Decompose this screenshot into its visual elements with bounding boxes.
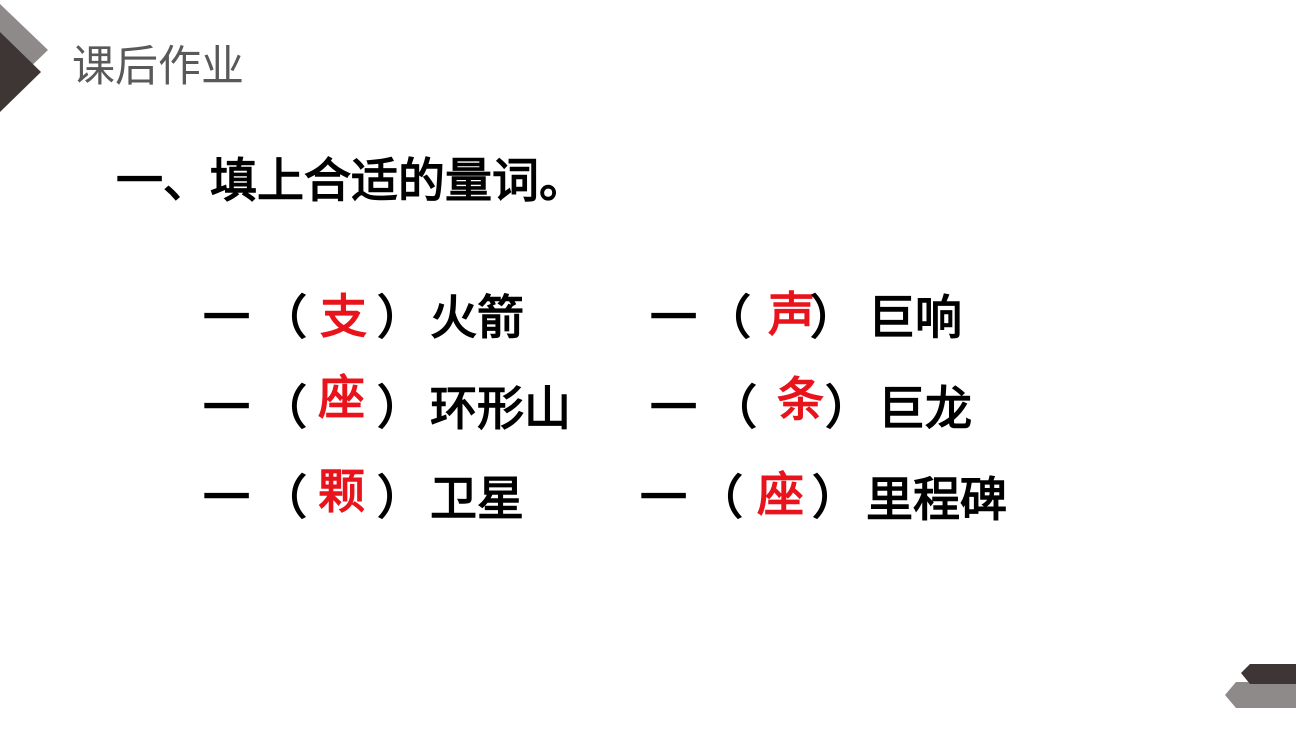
left-paren: （ xyxy=(710,381,757,436)
noun-text: 火箭 xyxy=(430,291,524,346)
noun-text: 环形山 xyxy=(430,382,571,437)
right-paren: ） xyxy=(377,471,424,526)
answer-measure-word: 颗 xyxy=(318,465,365,520)
answer-measure-word: 座 xyxy=(757,468,804,523)
corner-arrow-bars-decoration xyxy=(1225,664,1296,708)
dark-triangle-shape xyxy=(0,32,41,112)
prefix-one: 一 xyxy=(650,381,697,436)
answer-measure-word: 声 xyxy=(768,288,815,343)
prefix-one: 一 xyxy=(203,471,250,526)
question-title: 一、填上合适的量词。 xyxy=(116,154,586,209)
answer-measure-word: 座 xyxy=(318,371,365,426)
prefix-one: 一 xyxy=(203,291,250,346)
left-paren: （ xyxy=(696,471,743,526)
right-paren: ） xyxy=(825,381,872,436)
right-paren: ） xyxy=(812,471,859,526)
left-paren: （ xyxy=(260,381,307,436)
noun-text: 里程碑 xyxy=(866,473,1007,528)
corner-triangles-decoration xyxy=(0,4,48,112)
noun-text: 卫星 xyxy=(430,472,524,527)
light-arrow-bar-shape xyxy=(1225,682,1296,708)
left-paren: （ xyxy=(260,471,307,526)
answer-measure-word: 支 xyxy=(320,290,367,345)
slide-header-title: 课后作业 xyxy=(72,42,244,92)
left-paren: （ xyxy=(260,291,307,346)
right-paren: ） xyxy=(810,291,857,346)
noun-text: 巨响 xyxy=(868,291,962,346)
prefix-one: 一 xyxy=(640,471,687,526)
prefix-one: 一 xyxy=(650,291,697,346)
answer-measure-word: 条 xyxy=(777,373,824,428)
right-paren: ） xyxy=(377,381,424,436)
prefix-one: 一 xyxy=(203,381,250,436)
noun-text: 巨龙 xyxy=(878,382,972,437)
right-paren: ） xyxy=(377,291,424,346)
dark-arrow-bar-shape xyxy=(1241,664,1296,684)
left-paren: （ xyxy=(704,291,751,346)
